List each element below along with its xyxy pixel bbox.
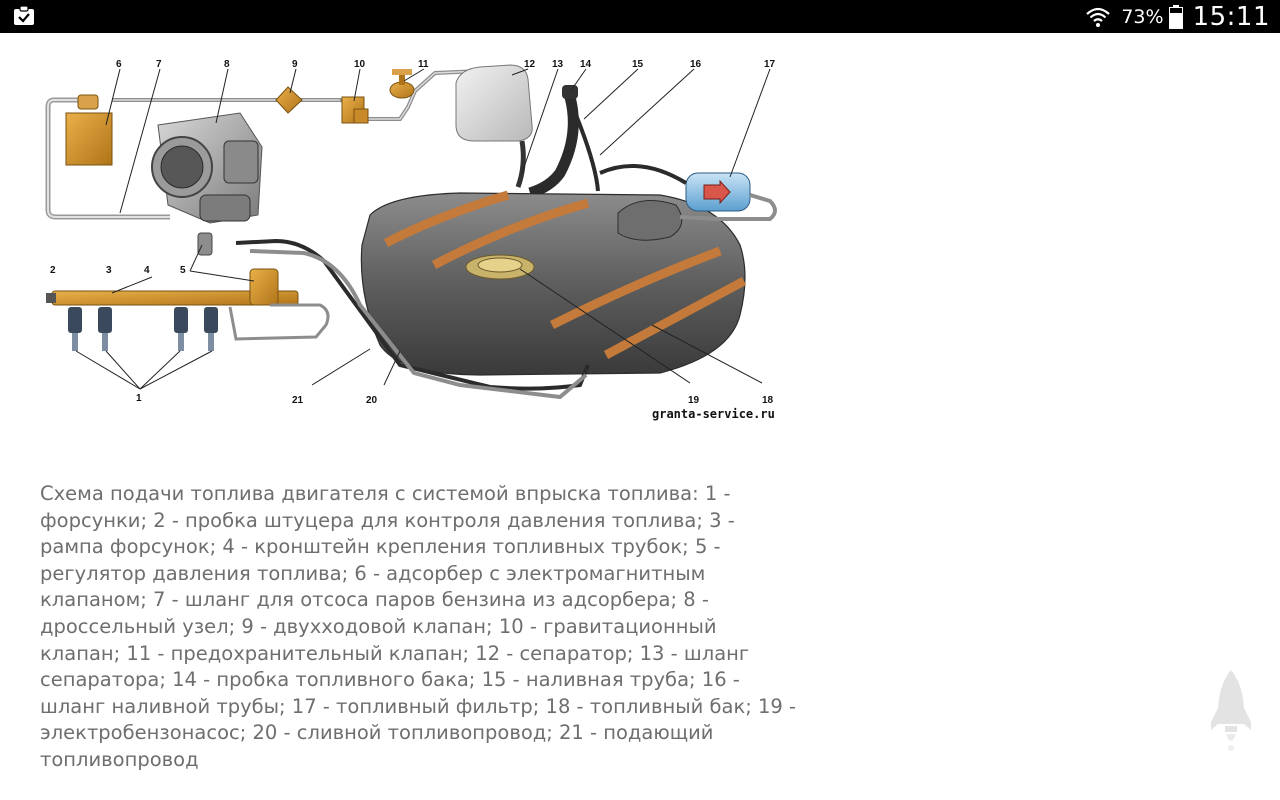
fuel-filter: [686, 173, 750, 211]
callout-8: 8: [224, 59, 230, 70]
callout-14: 14: [580, 59, 592, 70]
separator: [456, 65, 532, 141]
callout-10: 10: [354, 59, 366, 70]
fuel-tank: [361, 193, 745, 375]
fuel-rail: [46, 233, 298, 305]
callout-11: 11: [418, 59, 429, 70]
callout-6: 6: [116, 59, 122, 70]
callout-9: 9: [292, 59, 298, 70]
callout-7: 7: [156, 59, 162, 70]
callout-21: 21: [292, 395, 304, 406]
callout-2: 2: [50, 265, 56, 276]
callout-4: 4: [144, 265, 150, 276]
callout-5: 5: [180, 265, 186, 276]
two-way-valve: [276, 87, 302, 113]
callout-17: 17: [764, 59, 776, 70]
callout-20: 20: [366, 395, 378, 406]
fuel-system-diagram: 1 2 3 4 5 6 7 8 9 10 11 12 13 14 15 16 1…: [40, 55, 790, 425]
adsorber: [66, 113, 112, 165]
callout-16: 16: [690, 59, 702, 70]
callout-1: 1: [136, 393, 142, 404]
battery-icon: [1169, 5, 1183, 29]
callout-12: 12: [524, 59, 536, 70]
callout-13: 13: [552, 59, 564, 70]
throttle-body: [152, 113, 262, 223]
filler-neck: [530, 97, 573, 193]
wifi-icon: [1085, 6, 1111, 28]
injectors: [68, 307, 218, 351]
status-bar: 73% 15:11: [0, 0, 1280, 33]
diagram-caption: Схема подачи топлива двигателя с системо…: [40, 481, 800, 774]
callout-15: 15: [632, 59, 644, 70]
callout-19: 19: [688, 395, 700, 406]
clipboard-check-icon: [12, 6, 36, 26]
clock: 15:11: [1193, 2, 1270, 32]
safety-valve: [390, 69, 414, 98]
callout-3: 3: [106, 265, 112, 276]
rocket-icon[interactable]: [1210, 668, 1252, 756]
watermark: granta-service.ru: [652, 407, 775, 421]
callout-18: 18: [762, 395, 774, 406]
battery-percent: 73%: [1121, 6, 1163, 28]
